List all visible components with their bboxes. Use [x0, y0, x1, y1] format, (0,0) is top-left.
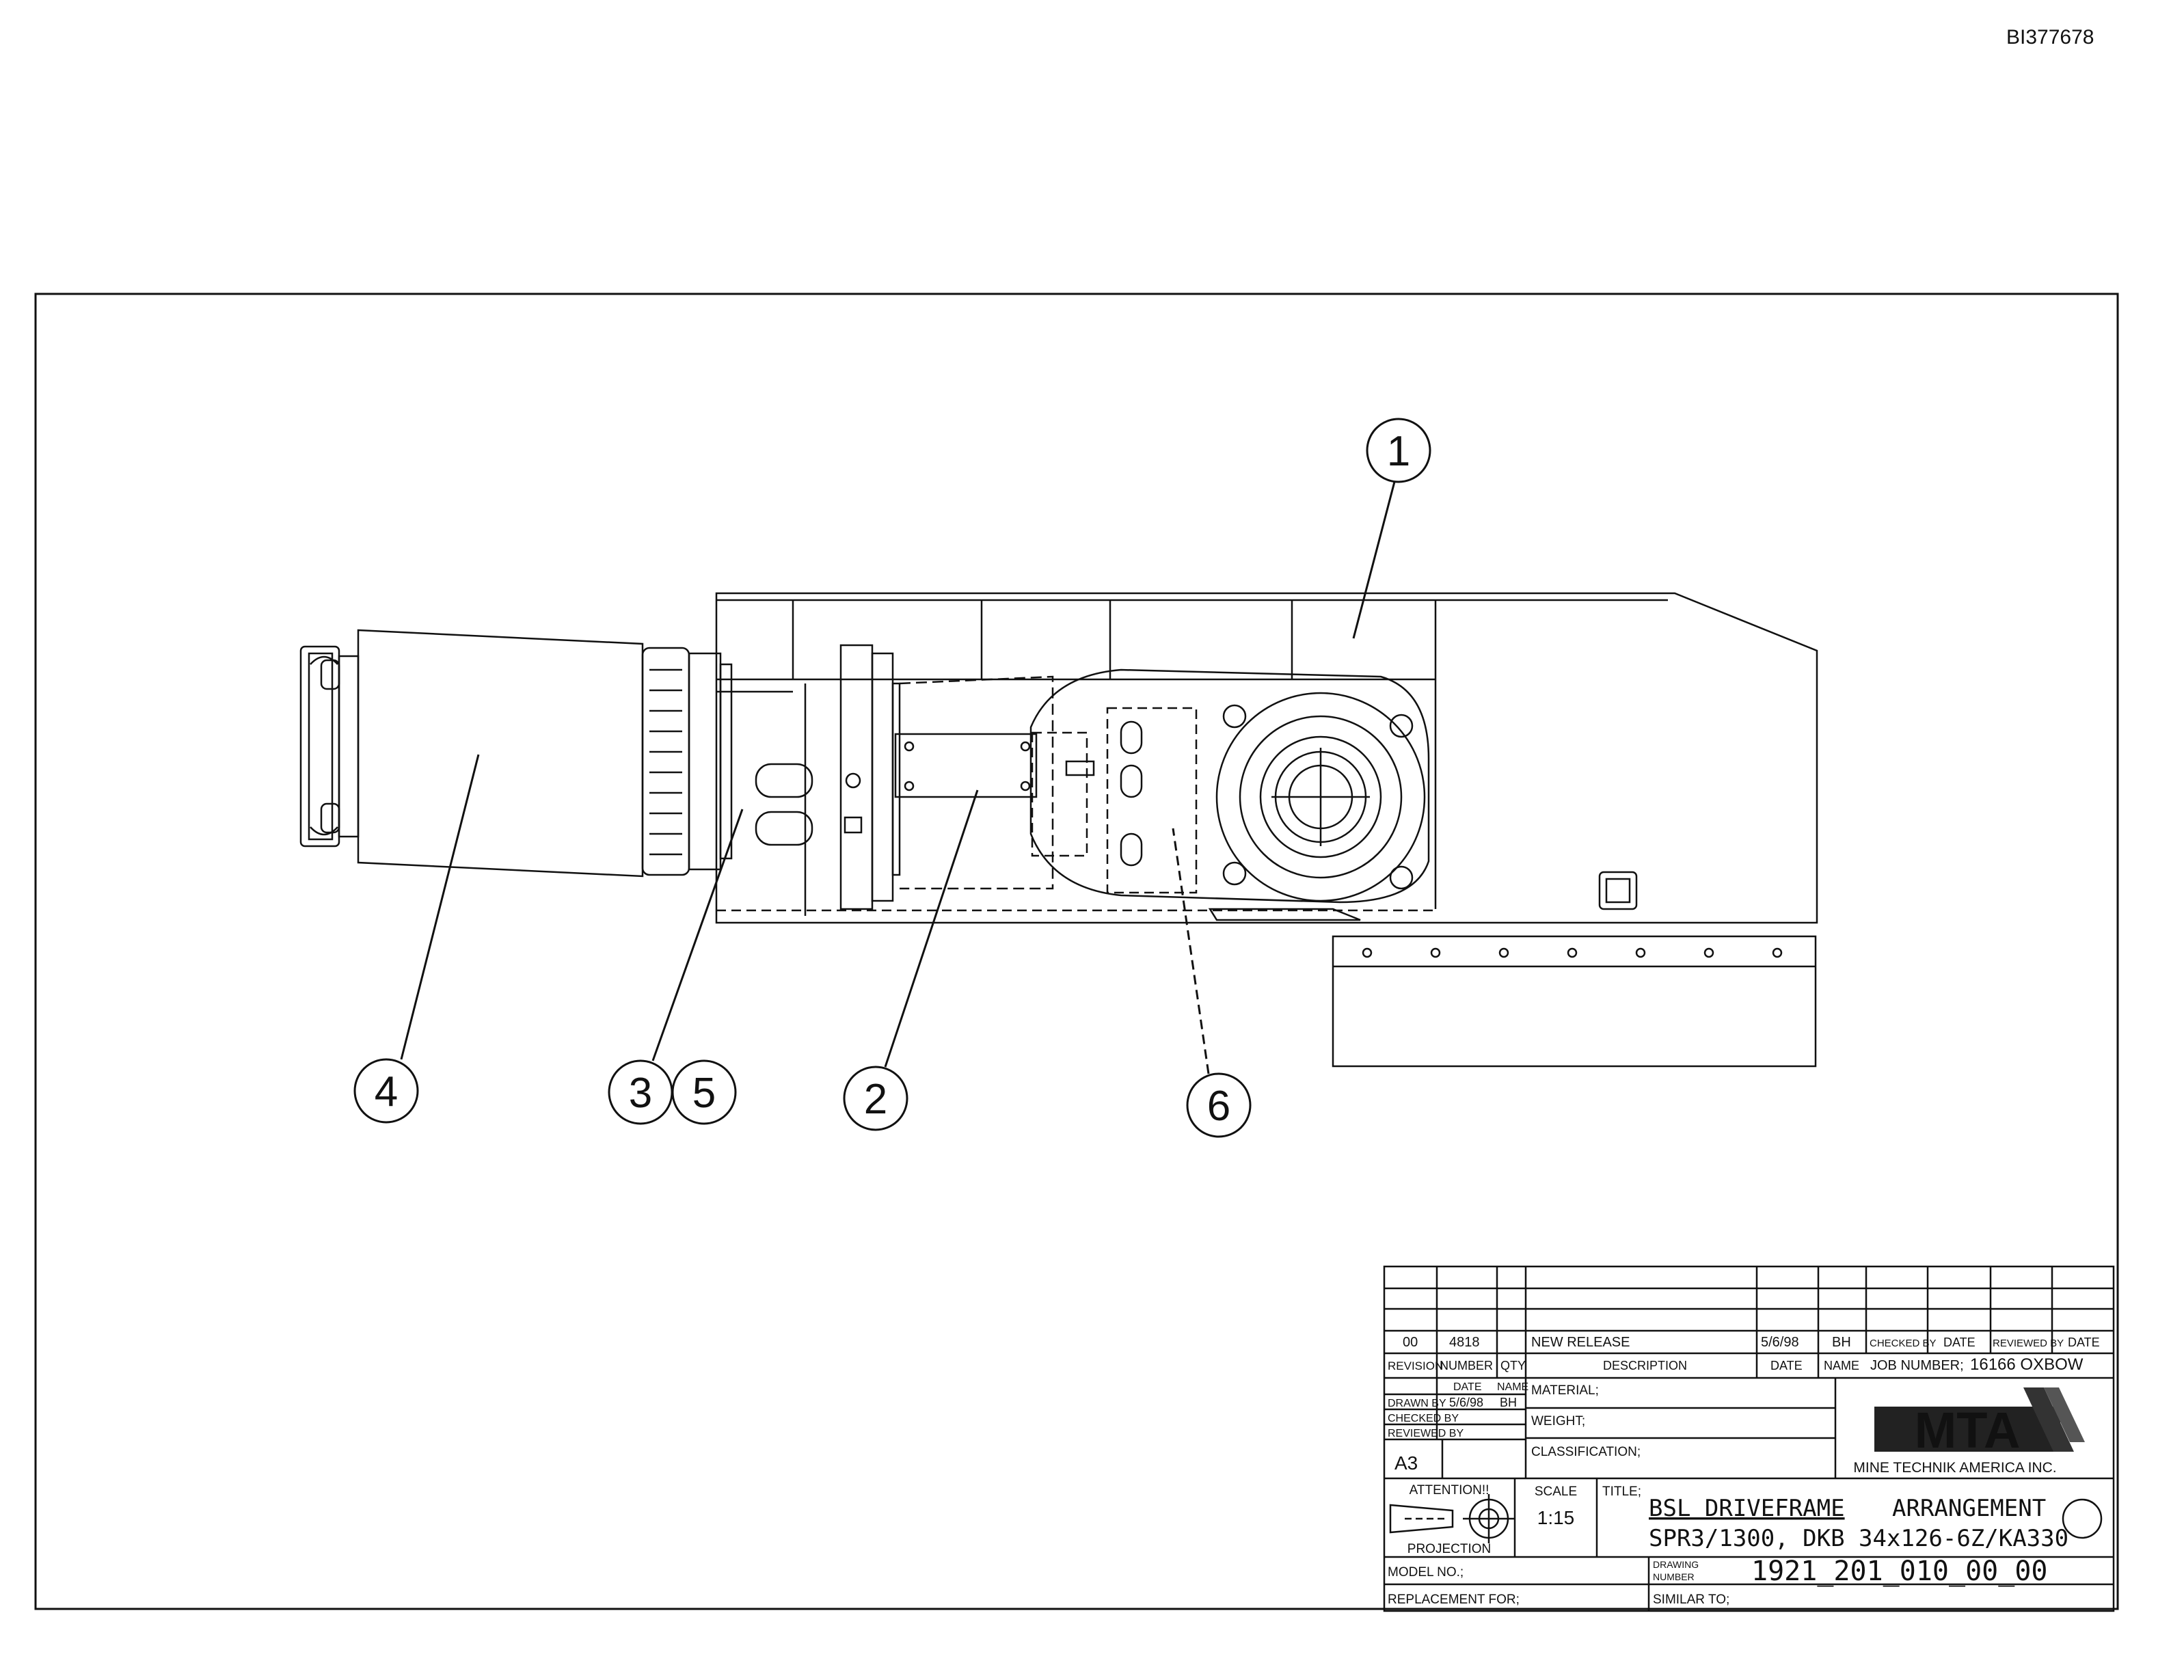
- drawing-number-label-2: NUMBER: [1653, 1571, 1695, 1582]
- callout-label-2: 2: [864, 1076, 887, 1123]
- similar-to-label: SIMILAR TO;: [1653, 1593, 1729, 1607]
- projection-label: PROJECTION: [1407, 1542, 1491, 1556]
- name-header: NAME: [1824, 1359, 1859, 1372]
- callout-label-6: 6: [1207, 1083, 1230, 1130]
- base-plate: [1332, 935, 1817, 1068]
- callout-balloon-2: [843, 1066, 908, 1131]
- drawn-date-header: DATE: [1453, 1381, 1481, 1393]
- qty-header: QTY: [1500, 1359, 1526, 1372]
- checked-date-header: DATE: [1943, 1336, 1976, 1349]
- scale-value: 1:15: [1537, 1507, 1575, 1528]
- callout-balloon-6: [1186, 1072, 1252, 1138]
- rev-date: 5/6/98: [1761, 1335, 1799, 1350]
- scale-label: SCALE: [1535, 1485, 1577, 1499]
- drawing-border: [34, 293, 2119, 1610]
- callout-balloon-4: [353, 1058, 419, 1124]
- weight-label: WEIGHT;: [1531, 1414, 1585, 1428]
- date-header: DATE: [1770, 1359, 1803, 1372]
- sheet-size: A3: [1394, 1452, 1418, 1474]
- reviewed-date-header: DATE: [2068, 1336, 2100, 1349]
- checked-by-header: CHECKED BY: [1870, 1338, 1937, 1349]
- driveframe-drawing: [299, 592, 1818, 1068]
- title-label: TITLE;: [1602, 1485, 1641, 1499]
- description-header: DESCRIPTION: [1603, 1359, 1687, 1372]
- callout-balloon-5: [671, 1059, 737, 1125]
- drawing-subtitle: SPR3/1300, DKB 34x126-6Z/KA330: [1649, 1525, 2068, 1552]
- reviewed-by-header: REVIEWED BY: [1993, 1338, 2064, 1349]
- leader-line-3-5: [651, 809, 744, 1061]
- rev-change-number: 4818: [1449, 1335, 1480, 1350]
- revision-header: REVISION: [1388, 1359, 1443, 1372]
- checked-by-label: CHECKED BY: [1388, 1413, 1459, 1424]
- document-id: BI377678: [2006, 26, 2094, 49]
- drawing-title-rest: ARRANGEMENT: [1892, 1495, 2046, 1522]
- attention-label: ATTENTION!!: [1410, 1483, 1489, 1498]
- number-header: NUMBER: [1440, 1359, 1493, 1372]
- drawing-number: 1921_201_010_00_00: [1751, 1556, 2047, 1587]
- drawing-number-label-1: DRAWING: [1653, 1559, 1699, 1570]
- classification-label: CLASSIFICATION;: [1531, 1445, 1641, 1459]
- drawing-title-underlined: BSL DRIVEFRAME: [1649, 1495, 1845, 1522]
- leader-line-1: [1352, 481, 1396, 639]
- model-no-label: MODEL NO.;: [1388, 1565, 1464, 1580]
- rev-number: 00: [1403, 1335, 1418, 1350]
- rev-description: NEW RELEASE: [1531, 1335, 1630, 1350]
- callout-label-5: 5: [692, 1070, 716, 1117]
- callout-balloon-1: [1366, 418, 1431, 483]
- drawn-name: BH: [1500, 1396, 1517, 1409]
- callout-label-3: 3: [629, 1070, 652, 1117]
- replacement-for-label: REPLACEMENT FOR;: [1388, 1593, 1520, 1607]
- leader-line-6: [1172, 828, 1210, 1074]
- drawn-name-header: NAME: [1497, 1381, 1528, 1393]
- company-name: MINE TECHNIK AMERICA INC.: [1853, 1460, 2056, 1476]
- drawn-by-label: DRAWN BY: [1388, 1398, 1446, 1409]
- material-label: MATERIAL;: [1531, 1383, 1599, 1398]
- rev-name: BH: [1832, 1335, 1851, 1350]
- callouts: [353, 418, 1431, 1138]
- job-number-value: 16166 OXBOW: [1970, 1355, 2084, 1374]
- callout-label-1: 1: [1387, 428, 1410, 475]
- job-number-label: JOB NUMBER;: [1870, 1358, 1964, 1373]
- drawn-date: 5/6/98: [1449, 1396, 1483, 1409]
- leader-line-2: [884, 789, 979, 1068]
- logo-text: MTA: [1915, 1402, 2021, 1459]
- driveframe-body: [715, 592, 1818, 924]
- revision-circle: [2062, 1498, 2103, 1539]
- mta-logo: MTA: [1874, 1387, 2085, 1459]
- title-block: MTA: [1383, 1265, 2115, 1612]
- projection-symbol-icon: [1389, 1494, 1515, 1543]
- callout-label-4: 4: [375, 1068, 398, 1115]
- leader-line-4: [400, 754, 480, 1060]
- reviewed-by-label: REVIEWED BY: [1388, 1428, 1464, 1439]
- motor-assembly: [299, 629, 733, 878]
